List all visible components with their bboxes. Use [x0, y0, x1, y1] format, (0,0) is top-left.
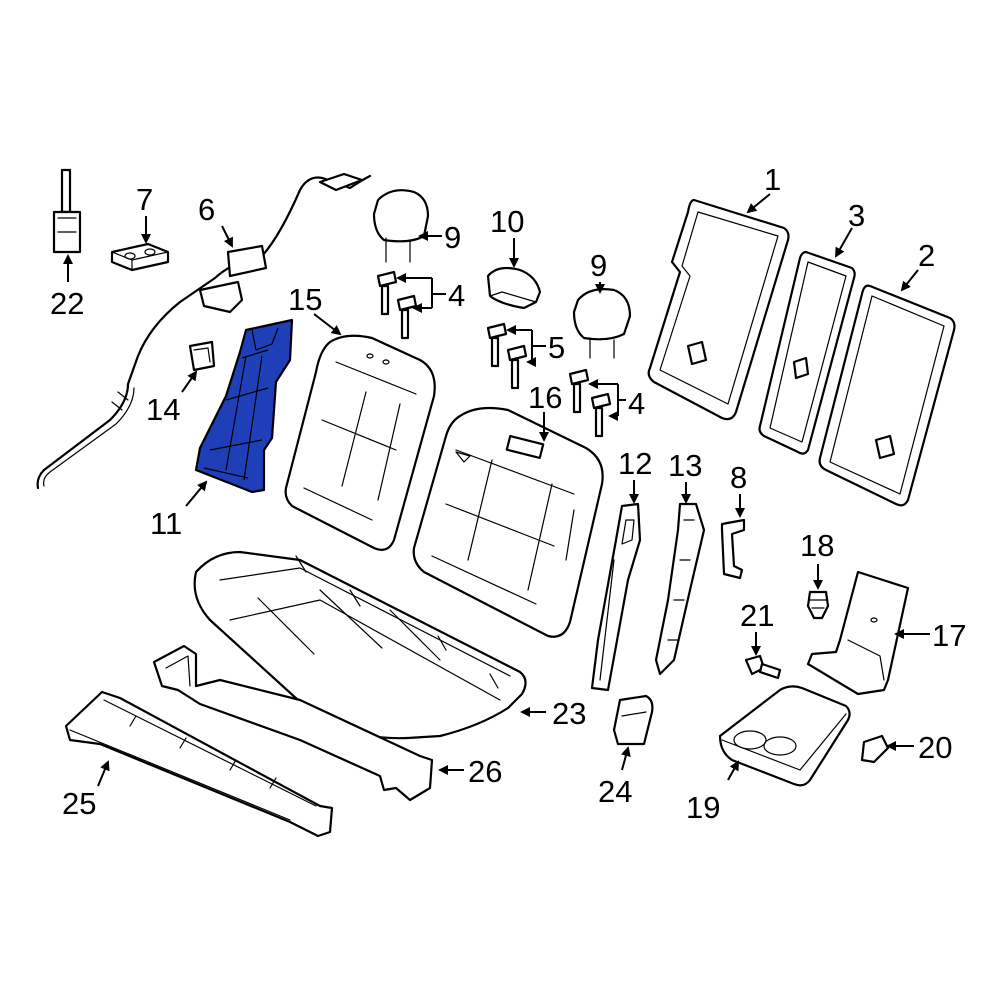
callout-12: 12 — [618, 446, 652, 481]
part-12-side-trim — [590, 502, 642, 692]
part-26-cushion-frame — [152, 644, 434, 802]
callout-20: 20 — [918, 730, 952, 765]
part-4-headrest-guides-lower — [568, 368, 612, 438]
leader-lines — [63, 193, 930, 787]
part-7-bracket — [110, 242, 170, 272]
callout-5: 5 — [548, 330, 565, 365]
part-19-armrest-cupholder — [718, 685, 851, 787]
part-13-trim-strip — [654, 502, 706, 676]
callout-8: 8 — [730, 460, 747, 495]
part-21-bolt — [744, 654, 782, 680]
part-20-clip — [860, 734, 890, 764]
part-9-headrest-right — [572, 288, 632, 359]
part-8-bracket — [720, 518, 746, 580]
callout-10: 10 — [490, 204, 524, 239]
part-22-belt-buckle — [52, 168, 82, 254]
callout-25: 25 — [62, 786, 96, 821]
part-14-clip — [188, 340, 216, 372]
part-17-armrest-bracket — [806, 570, 910, 696]
part-25-front-support — [64, 690, 334, 838]
callout-11: 11 — [150, 506, 182, 541]
callout-3: 3 — [848, 198, 865, 233]
callout-7: 7 — [136, 182, 153, 217]
callout-18: 18 — [800, 528, 834, 563]
callout-13: 13 — [668, 448, 702, 483]
callout-24: 24 — [598, 774, 632, 809]
part-9-headrest-left — [372, 189, 430, 263]
callout-1: 1 — [764, 162, 781, 197]
part-10-center-headrest — [486, 266, 542, 310]
callout-4-top: 4 — [448, 278, 465, 313]
callout-9-right: 9 — [590, 248, 607, 283]
callout-16: 16 — [528, 380, 562, 415]
callout-6: 6 — [198, 192, 215, 227]
callout-23: 23 — [552, 696, 586, 731]
part-23-seat-cushion — [193, 550, 527, 740]
part-2-right-panel — [818, 284, 956, 507]
part-11-side-bolster — [194, 318, 294, 494]
callout-19: 19 — [686, 790, 720, 825]
part-6-release-cable — [36, 172, 372, 490]
callout-labels: 1 2 3 4 4 5 6 7 8 9 9 10 11 12 13 14 15 … — [50, 162, 966, 825]
callout-26: 26 — [468, 754, 502, 789]
part-18-bumper — [806, 590, 830, 620]
callout-14: 14 — [146, 392, 180, 427]
callout-17: 17 — [932, 618, 966, 653]
part-3-center-panel — [758, 250, 856, 455]
part-5-headrest-guides — [486, 322, 528, 390]
callout-2: 2 — [918, 238, 935, 273]
part-15-seatback-left — [284, 334, 436, 551]
callout-4-lower: 4 — [628, 386, 645, 421]
part-24-cover — [612, 694, 654, 746]
part-4-headrest-guides-top — [376, 270, 418, 340]
callout-15: 15 — [288, 282, 322, 317]
callout-22: 22 — [50, 286, 84, 321]
callout-9-left: 9 — [444, 220, 461, 255]
part-1-back-panel — [647, 198, 790, 421]
part-16-seatback-right — [412, 406, 604, 638]
callout-21: 21 — [740, 598, 774, 633]
